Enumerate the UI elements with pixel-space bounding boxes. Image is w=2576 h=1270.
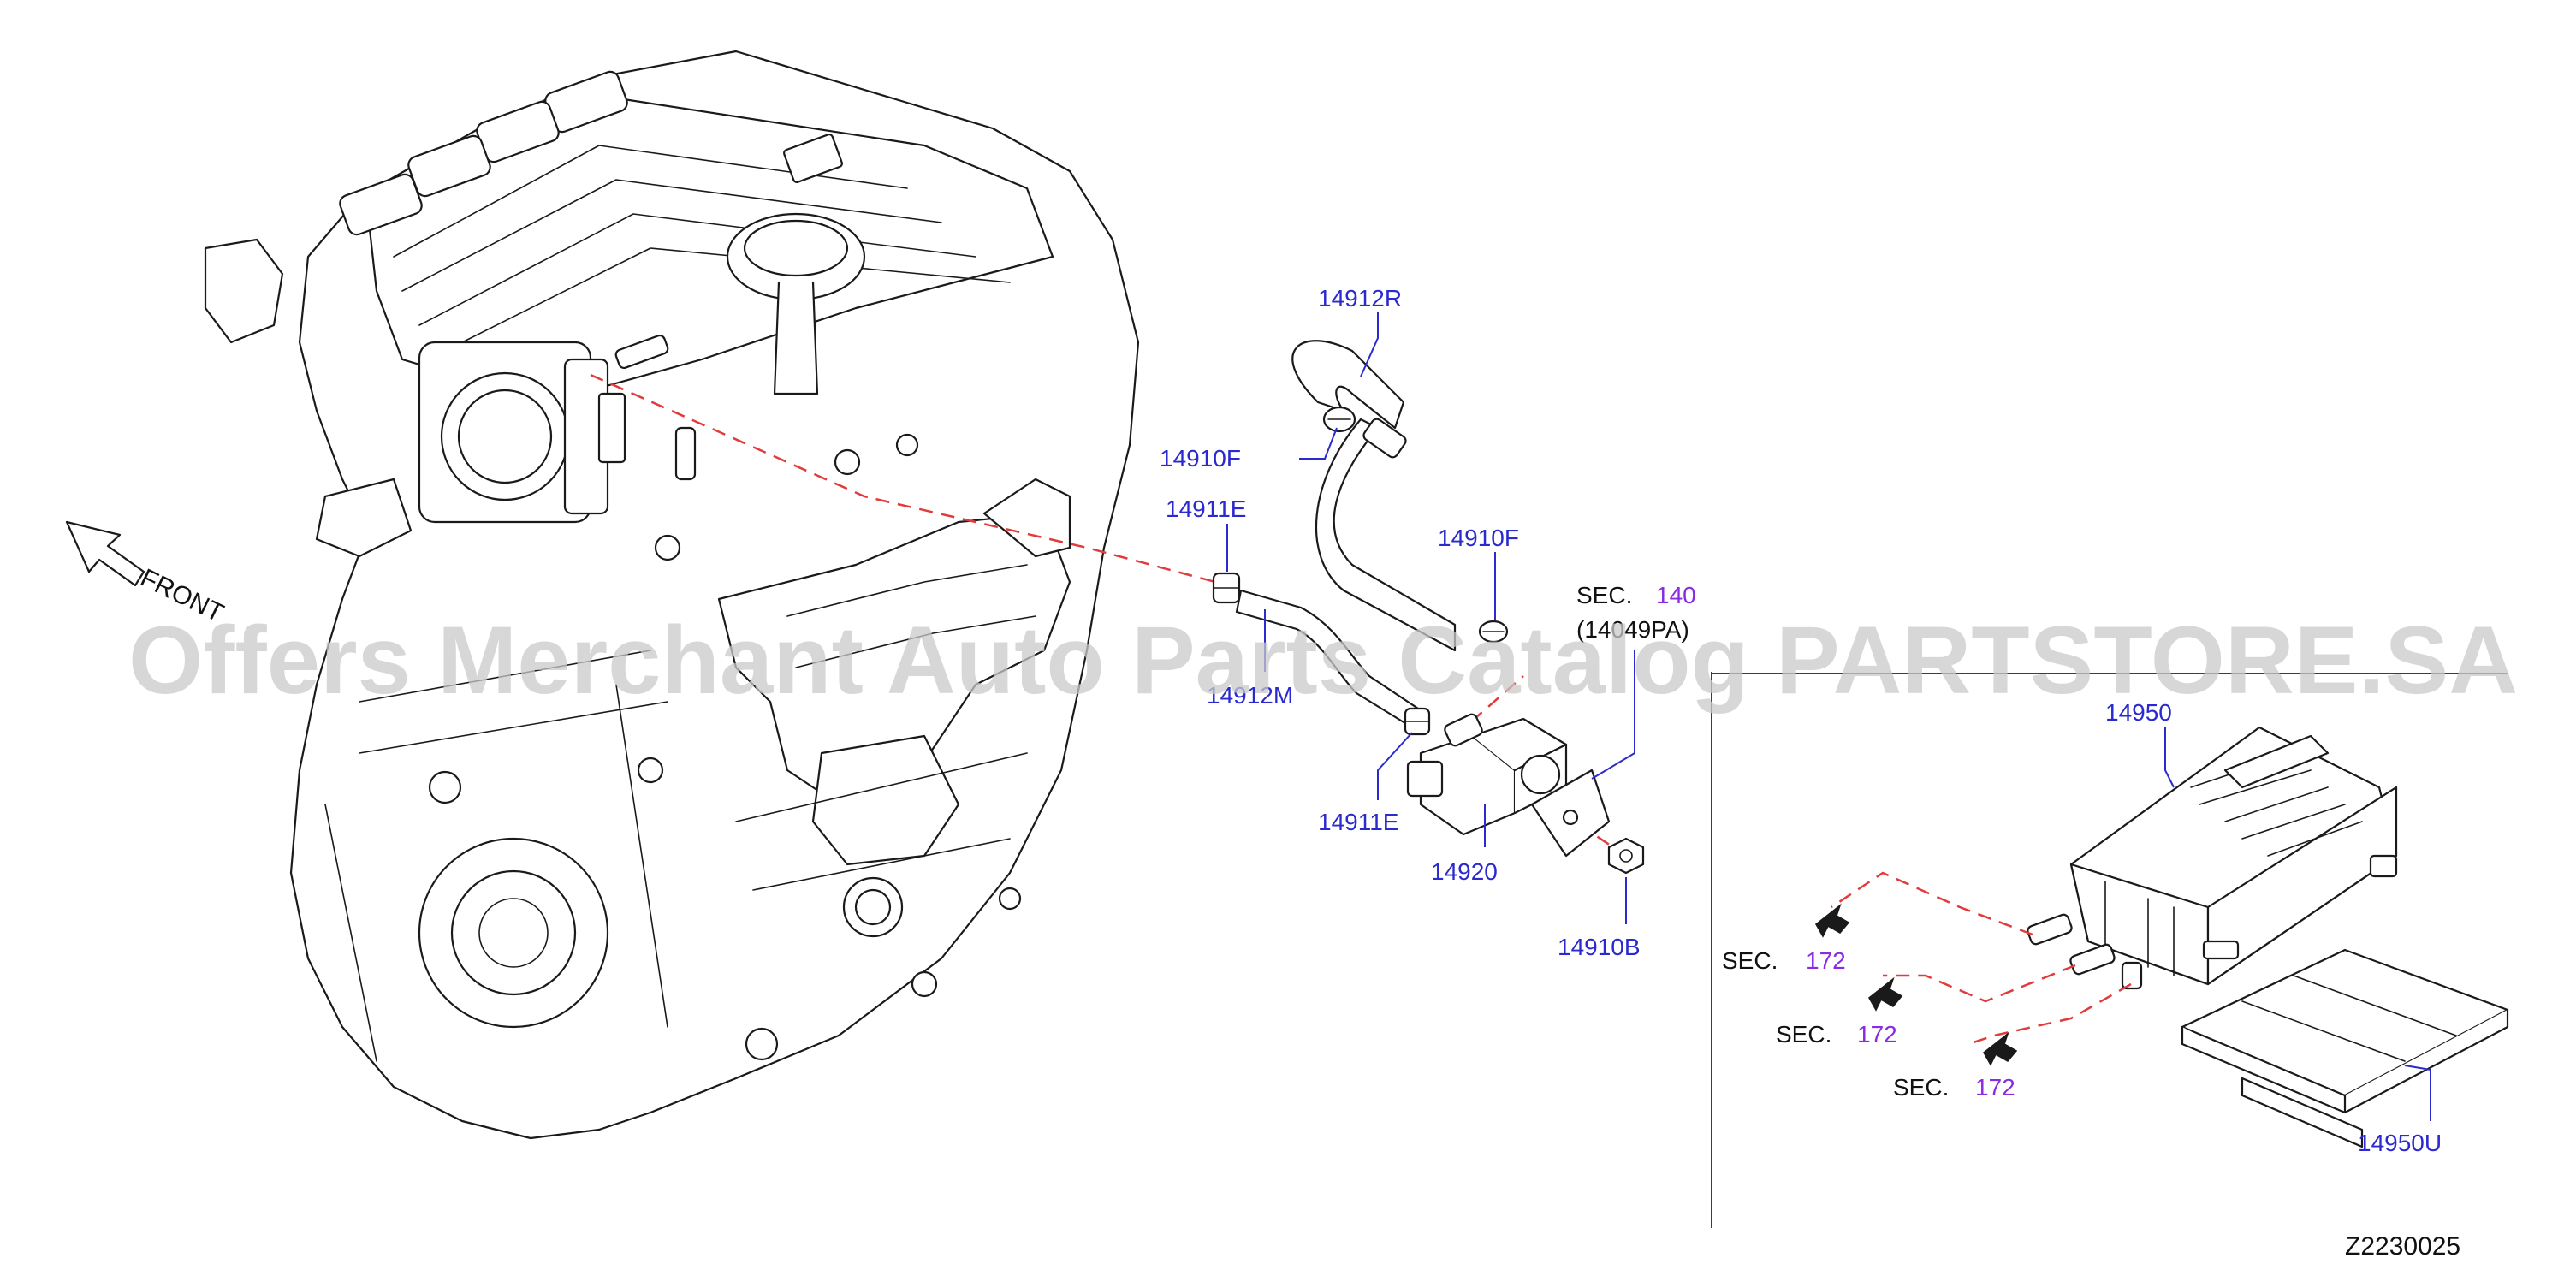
evap-canister-14950 xyxy=(2027,726,2398,990)
label-14920: 14920 xyxy=(1431,858,1498,885)
label-14911E-bottom: 14911E xyxy=(1318,809,1398,835)
clamp-14911E-bottom xyxy=(1404,707,1431,736)
diagram-code: Z2230025 xyxy=(2345,1232,2460,1261)
hose-14912R xyxy=(1291,340,1457,652)
sec172-a-label: SEC. xyxy=(1722,947,1778,974)
sec172-c-number: 172 xyxy=(1975,1074,2015,1101)
front-arrow-icon xyxy=(65,520,145,587)
label-14912R: 14912R xyxy=(1318,285,1402,312)
nut-14910B xyxy=(1607,837,1645,875)
sec172-arrow-icon-c xyxy=(1982,1031,2018,1066)
sec172-arrow-icon-b xyxy=(1867,976,1903,1012)
sec172-b-label: SEC. xyxy=(1776,1021,1831,1047)
dashed-route-throttle xyxy=(590,373,1216,584)
label-14911E-top: 14911E xyxy=(1166,496,1246,522)
sec140-subcode: (14049PA) xyxy=(1576,616,1689,643)
watermark-text: Offers Merchant Auto Parts Catalog PARTS… xyxy=(128,607,2518,714)
label-14912M: 14912M xyxy=(1207,682,1293,709)
leader-lines xyxy=(1226,312,2431,1121)
label-14950: 14950 xyxy=(2105,699,2172,726)
dashed-route-canister-b xyxy=(1883,964,2076,1003)
clamp-14911E-top xyxy=(1212,572,1241,604)
label-14910F-top: 14910F xyxy=(1160,445,1241,472)
dashed-route-canister-a xyxy=(1831,871,2033,936)
engine-assembly xyxy=(204,50,1140,1140)
clip-14910F-mid xyxy=(1478,620,1509,644)
sec172-c-label: SEC. xyxy=(1893,1074,1949,1101)
clip-14910F-top xyxy=(1322,406,1356,433)
label-14910F-mid: 14910F xyxy=(1438,525,1519,551)
sec140-number: 140 xyxy=(1656,582,1696,608)
sec172-a-number: 172 xyxy=(1806,947,1846,974)
sec140-label: SEC. xyxy=(1576,582,1632,608)
purge-valve-14920 xyxy=(1406,713,1568,836)
label-14910B: 14910B xyxy=(1558,934,1641,960)
dashed-route-valve-upper xyxy=(1454,675,1524,737)
sec172-arrow-icon-a xyxy=(1814,903,1850,938)
sec172-b-number: 172 xyxy=(1857,1021,1897,1047)
dashed-route-canister-c xyxy=(1968,982,2132,1046)
label-14950U: 14950U xyxy=(2358,1130,2442,1156)
canister-protector-14950U xyxy=(2181,948,2509,1148)
bracket xyxy=(1530,769,1611,858)
